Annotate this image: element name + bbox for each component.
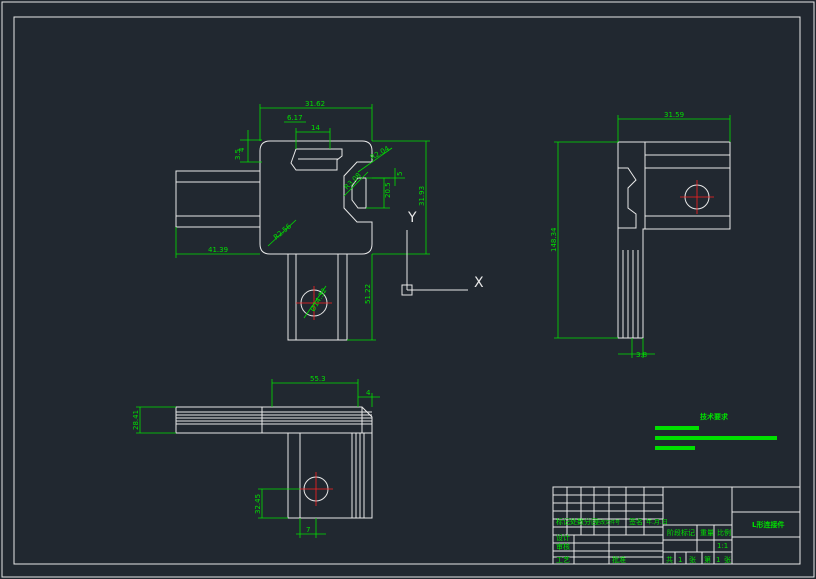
note-line-1 [655, 426, 699, 430]
tb-c3: 分区 [584, 517, 598, 526]
bottom-dim-right-small: 4 [366, 389, 371, 397]
bottom-dim-left-height: 28.41 [132, 410, 140, 430]
side-groove [618, 167, 637, 229]
dim-slot-width: 14 [311, 124, 320, 132]
bottom-top-bar [175, 406, 373, 434]
tb-sheet-num: 1 [716, 556, 720, 564]
dim-left-length: 41.39 [208, 246, 228, 254]
dim-height-right: 31.93 [418, 186, 426, 206]
tb-scale: 比例 [717, 528, 731, 537]
dim-top-small: 6.17 [287, 114, 303, 122]
front-left-arm [175, 170, 260, 228]
tb-sheet-count: 1 [678, 556, 682, 564]
side-dim-height: 148.34 [550, 227, 558, 252]
dim-right-radius: R2.04 [369, 144, 391, 161]
tech-notes: 技术要求 [655, 412, 777, 450]
dim-left-small-a: 4 [238, 147, 246, 152]
side-outline [617, 141, 731, 339]
tb-c6: 年.月.日 [646, 518, 668, 526]
front-view: 31.62 6.17 14 4 3.5 R2.04 R3.08 20.5 5 3… [175, 100, 430, 341]
bottom-dim-bottom-small: 7 [306, 526, 310, 534]
ucs-icon[interactable]: X Y [401, 210, 484, 296]
inner-frame [13, 16, 801, 565]
front-lower-arm [287, 254, 348, 341]
tb-approve: 批准 [612, 555, 626, 564]
dim-lower-length: 51.22 [364, 284, 372, 304]
front-body-outline [259, 140, 373, 255]
side-dim-top-width: 31.59 [664, 111, 684, 119]
bottom-view: 55.3 4 28.41 32.45 7 [132, 375, 380, 538]
side-dim-bottom-small: 3.8 [636, 351, 647, 359]
note-line-2 [655, 436, 777, 440]
bottom-lower-body [287, 433, 373, 519]
tb-review: 审核 [556, 542, 570, 551]
tb-scale-val: 1:1 [717, 542, 728, 550]
dim-left-small-b: 3.5 [234, 149, 242, 160]
tb-c5: 签名 [629, 517, 643, 526]
tb-c4: 更改文件号 [595, 519, 620, 526]
dim-mid-c: 5 [396, 172, 404, 176]
tb-part-name: L形连接件 [752, 520, 784, 529]
tb-sheet-no: 第 [704, 555, 711, 564]
tb-stage-mark: 阶段标记 [667, 528, 695, 537]
tb-sheet-unit: 张 [689, 555, 696, 564]
tb-sheet-total: 共 [666, 555, 673, 564]
dim-mid-b: 20.5 [384, 182, 392, 198]
notes-title: 技术要求 [700, 412, 729, 421]
tb-c1: 标记 [556, 517, 570, 526]
tb-c2: 处数 [570, 517, 584, 526]
dim-corner-radius: R2.56 [272, 222, 293, 242]
side-view: 31.59 148.34 3.8 [550, 111, 731, 359]
bottom-dim-top-width: 55.3 [310, 375, 326, 383]
ucs-x-label: X [474, 275, 484, 291]
tb-process: 工艺 [556, 556, 570, 564]
tb-weight: 重量 [700, 529, 714, 537]
bottom-dim-lower-height: 32.45 [254, 494, 262, 514]
title-block: 标记 处数 分区 更改文件号 签名 年.月.日 设计 审核 工艺 批准 阶段标记… [552, 486, 801, 565]
note-line-3 [655, 446, 695, 450]
ucs-y-label: Y [407, 210, 417, 226]
dim-top-width: 31.62 [305, 100, 325, 108]
front-top-slot [290, 148, 343, 171]
tb-sheet-unit2: 张 [724, 555, 731, 564]
tb-design: 设计 [556, 533, 570, 542]
